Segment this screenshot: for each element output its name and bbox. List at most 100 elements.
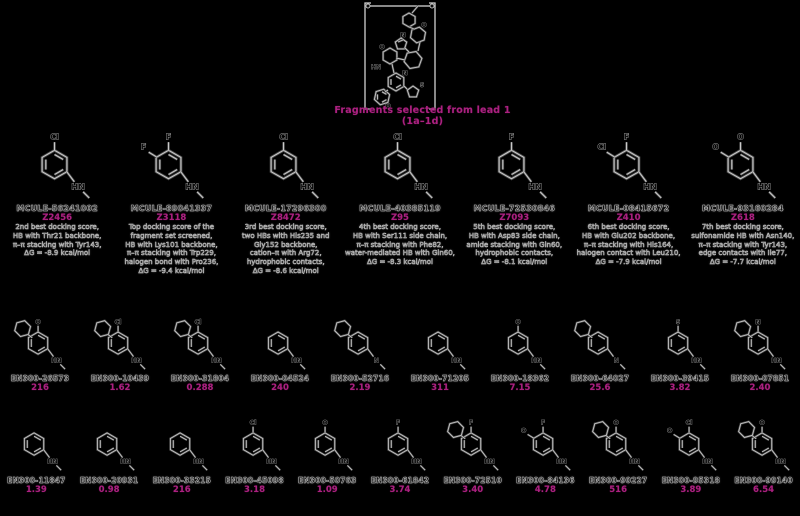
svg-text:Cl: Cl xyxy=(393,133,402,142)
fragment-structure: OHN xyxy=(314,419,354,471)
fragment-id: MCULE-93160284 xyxy=(702,204,784,214)
svg-text:HN: HN xyxy=(629,458,640,465)
svg-text:N: N xyxy=(402,70,407,77)
svg-text:HN: HN xyxy=(529,182,542,191)
svg-text:S: S xyxy=(420,82,424,89)
fragment-code: 3.40 xyxy=(462,485,484,495)
fragment-id: EN300-26573 xyxy=(10,374,70,384)
fragment-annotation-line: fragment set screened, xyxy=(130,231,213,240)
svg-text:HN: HN xyxy=(291,357,302,364)
fragment-annotation-line: ΔG = -8.6 kcal/mol xyxy=(252,266,319,275)
fragment-code: 3.18 xyxy=(244,485,265,495)
fragment-annotation-line: cation–π with Arg72, xyxy=(249,249,322,258)
fragment-annotation-line: two HBs with His235 and xyxy=(241,231,330,240)
fragment-annotation-line: ΔG = -8.9 kcal/mol xyxy=(24,249,91,258)
fragment-annotation-line: π–π stacking with His164, xyxy=(583,240,674,249)
fragment-structure: FHN xyxy=(497,132,548,199)
svg-text:F: F xyxy=(166,133,172,142)
fragment-code: 1.09 xyxy=(316,485,338,495)
fragment-id: EN300-11847 xyxy=(7,476,66,486)
fragment-structure: FHN xyxy=(446,419,499,471)
fragment-annotation-line: 4th best docking score, xyxy=(359,223,441,231)
svg-text:HN: HN xyxy=(48,458,59,465)
fragment-id: EN300-50763 xyxy=(298,476,357,486)
svg-text:N: N xyxy=(755,319,760,326)
fragment-annotation-line: HB with Ser111 side chain, xyxy=(352,231,448,240)
fragment-code: Z95 xyxy=(390,213,409,223)
fragment-code: 1.39 xyxy=(25,485,47,495)
svg-text:HN: HN xyxy=(691,357,702,364)
svg-text:N: N xyxy=(400,32,405,39)
fragment-annotation-line: halogen contact with Leu210, xyxy=(576,249,681,258)
fragment-structure: OHN xyxy=(507,318,546,370)
fragment-code: 311 xyxy=(431,383,449,393)
fragment-code: Z7093 xyxy=(499,213,530,223)
svg-text:Cl: Cl xyxy=(249,420,256,427)
fragment-id: EN300-20931 xyxy=(79,476,139,486)
svg-text:HN: HN xyxy=(484,458,495,465)
fragment-code: 216 xyxy=(172,485,191,495)
svg-text:HN: HN xyxy=(131,357,142,364)
svg-text:F: F xyxy=(141,143,147,152)
fragment-code: 0.288 xyxy=(186,383,214,393)
fragment-id: MCULE-17296300 xyxy=(244,204,327,214)
fragment-code: Z2456 xyxy=(42,213,73,223)
svg-text:HN: HN xyxy=(411,458,422,465)
fragment-id: EN300-72510 xyxy=(443,476,502,486)
svg-text:HN: HN xyxy=(186,182,199,191)
fragment-id: EN300-52716 xyxy=(330,374,390,384)
fragment-structure: F HN xyxy=(387,419,426,471)
svg-text:Cl: Cl xyxy=(115,319,122,326)
svg-text:Cl: Cl xyxy=(686,420,693,427)
fragment-structure: N xyxy=(333,319,386,370)
svg-text:HN: HN xyxy=(643,182,656,191)
fragment-structure: N xyxy=(573,319,626,370)
svg-text:F: F xyxy=(396,420,400,427)
fragment-code: 2.19 xyxy=(349,383,371,393)
svg-text:HN: HN xyxy=(702,458,713,465)
svg-text:O: O xyxy=(323,420,329,427)
fragment-id: EN300-31804 xyxy=(170,374,230,384)
svg-text:HN: HN xyxy=(300,182,313,191)
fragment-structure: OHN xyxy=(736,419,790,471)
svg-text:HN: HN xyxy=(51,357,62,364)
fragment-annotation-line: HB with Asp83 side chain, xyxy=(468,231,560,240)
fragment-id: EN300-90227 xyxy=(588,476,648,486)
fragment-annotation-line: Gly152 backbone, xyxy=(253,240,318,249)
fragment-code: 3.89 xyxy=(680,485,702,495)
fragment-code: 240 xyxy=(271,383,289,393)
svg-text:HN: HN xyxy=(72,182,85,191)
fragment-code: 216 xyxy=(31,383,49,393)
fragment-structure: HN xyxy=(96,431,135,471)
fragment-annotation-line: 6th best docking score, xyxy=(587,223,670,231)
fragment-annotation-line: 5th best docking score, xyxy=(473,223,556,231)
fragment-annotation-line: hydrophobic contacts, xyxy=(246,258,325,266)
fragment-structure: SHN xyxy=(667,318,706,370)
fragment-id: EN300-84136 xyxy=(516,476,575,486)
fragment-code: 6.54 xyxy=(753,485,775,495)
fragment-id: EN300-10439 xyxy=(90,374,150,384)
fragment-code: 3.74 xyxy=(389,485,411,495)
fragment-id: EN300-18362 xyxy=(490,374,550,384)
fragment-code: 3.82 xyxy=(669,383,691,393)
